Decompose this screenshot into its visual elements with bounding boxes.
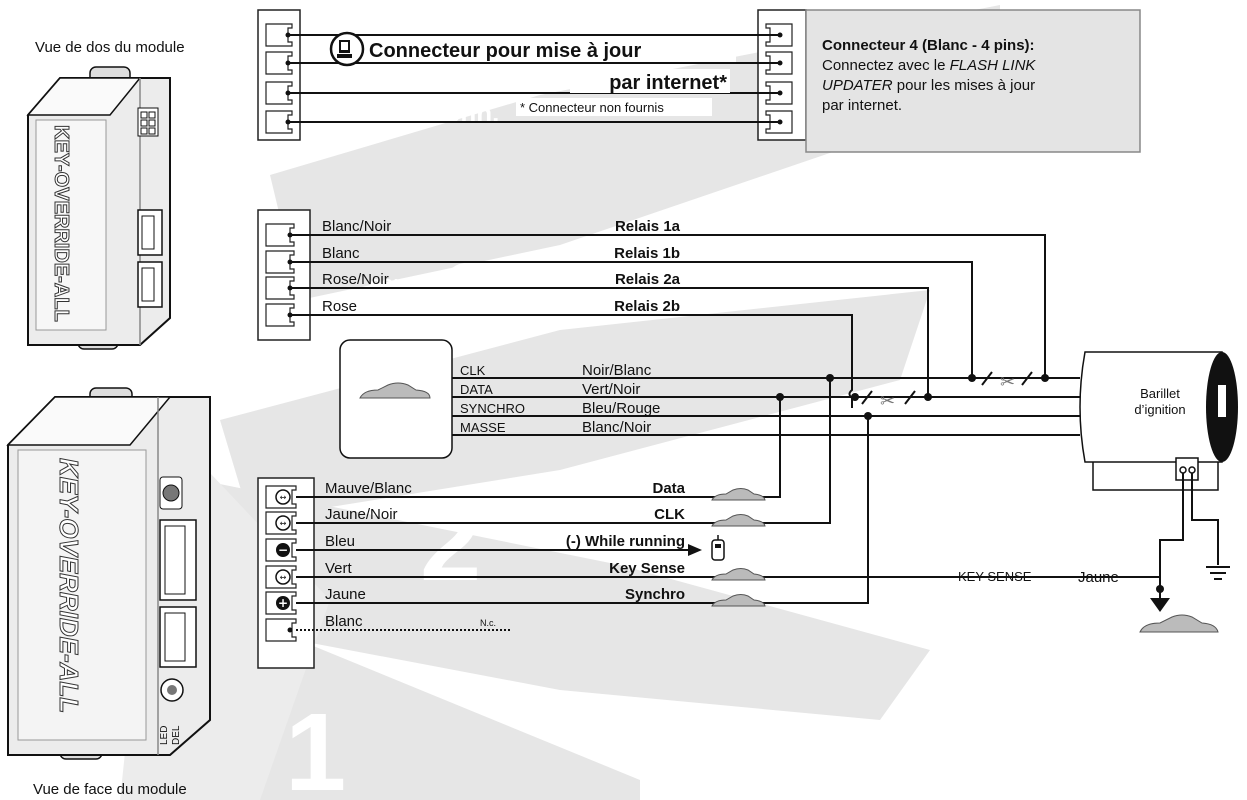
led-label: LED bbox=[159, 726, 170, 745]
car-icon bbox=[711, 514, 766, 527]
conn4-title-line2: par internet* bbox=[609, 72, 727, 94]
module-back-view: KEY-OVERRIDE-ALL bbox=[26, 66, 171, 350]
barrel-label-2: d’ignition bbox=[1134, 402, 1185, 417]
connector-2: ↔ ↔ − ↔ + Mauve/Blanc Jaune/Noir Bleu Vert J… bbox=[257, 378, 1161, 669]
conn3-func-4: Relais 2b bbox=[614, 298, 680, 315]
vehicle-bus: CLK DATA SYNCHRO MASSE Noir/Blanc Vert/N… bbox=[339, 339, 1080, 459]
conn3-color-2: Blanc bbox=[322, 245, 360, 262]
scissors-icon: ✂ bbox=[981, 371, 1033, 393]
watermark-2: 2 bbox=[420, 481, 481, 604]
bus-signal-1: CLK bbox=[460, 363, 486, 378]
conn3-color-4: Rose bbox=[322, 298, 357, 315]
conn2-color-6: Blanc bbox=[325, 613, 363, 630]
computer-icon bbox=[329, 31, 365, 67]
terminal-pin bbox=[265, 23, 293, 47]
watermark-conn-3: conn. bbox=[370, 273, 423, 295]
bus-color-4: Blanc/Noir bbox=[582, 419, 651, 436]
terminal-pin bbox=[265, 250, 295, 274]
watermark-1: 1 bbox=[285, 691, 346, 800]
scissors-icon: ✂ bbox=[861, 390, 916, 412]
bus-signal-4: MASSE bbox=[460, 420, 506, 435]
conn2-color-3: Bleu bbox=[325, 533, 355, 550]
svg-text:↔: ↔ bbox=[280, 519, 287, 528]
bus-color-3: Bleu/Rouge bbox=[582, 400, 660, 417]
terminal-pin bbox=[265, 618, 297, 642]
conn4-note-line1: Connectez avec le FLASH LINK bbox=[822, 57, 1036, 74]
conn2-func-6: N.c. bbox=[480, 618, 496, 628]
bus-signal-2: DATA bbox=[460, 382, 493, 397]
connector-3: Blanc/Noir Blanc Rose/Noir Rose Relais 1… bbox=[257, 209, 1046, 398]
terminal-pin bbox=[265, 223, 295, 247]
conn4-note-line2: UPDATER pour les mises à jour bbox=[822, 77, 1035, 94]
svg-text:↔: ↔ bbox=[280, 573, 287, 582]
module-front-view: KEY-OVERRIDE-ALL LED DEL bbox=[6, 387, 211, 760]
terminal-pin bbox=[265, 51, 293, 75]
conn2-func-2: CLK bbox=[654, 506, 685, 523]
terminal-pin bbox=[265, 276, 295, 300]
conn3-color-3: Rose/Noir bbox=[322, 271, 389, 288]
conn2-func-4: Key Sense bbox=[609, 560, 685, 577]
conn2-func-3: (-) While running bbox=[566, 533, 685, 550]
bus-color-1: Noir/Blanc bbox=[582, 362, 652, 379]
del-label: DEL bbox=[171, 725, 182, 745]
barrel-label-1: Barillet bbox=[1140, 386, 1180, 401]
car-icon bbox=[711, 488, 766, 501]
conn3-func-3: Relais 2a bbox=[615, 271, 681, 288]
terminal-pin bbox=[265, 81, 293, 105]
conn3-func-1: Relais 1a bbox=[615, 218, 681, 235]
terminal-pin bbox=[265, 110, 293, 134]
conn4-title-line1: Connecteur pour mise à jour bbox=[369, 40, 641, 62]
brand-back: KEY-OVERRIDE-ALL bbox=[50, 125, 72, 322]
conn2-func-1: Data bbox=[652, 480, 685, 497]
watermark-conn-4: conn. bbox=[430, 98, 499, 128]
conn2-color-1: Mauve/Blanc bbox=[325, 480, 412, 497]
svg-text:↔: ↔ bbox=[280, 493, 287, 502]
bus-color-2: Vert/Noir bbox=[582, 381, 640, 398]
car-icon bbox=[711, 568, 766, 581]
svg-text:✂: ✂ bbox=[880, 391, 895, 412]
conn4-note-title: Connecteur 4 (Blanc - 4 pins): bbox=[822, 37, 1035, 54]
car-icon bbox=[711, 594, 766, 607]
svg-text:+: + bbox=[278, 596, 288, 610]
conn2-color-5: Jaune bbox=[325, 586, 366, 603]
connector-4: Connecteur pour mise à jour par internet… bbox=[257, 9, 1141, 153]
bus-signal-3: SYNCHRO bbox=[460, 401, 525, 416]
conn3-func-2: Relais 1b bbox=[614, 245, 680, 262]
svg-text:✂: ✂ bbox=[1000, 372, 1015, 393]
svg-text:−: − bbox=[278, 543, 288, 557]
conn2-color-4: Vert bbox=[325, 560, 353, 577]
conn4-note-line3: par internet. bbox=[822, 97, 902, 114]
brand-front: KEY-OVERRIDE-ALL bbox=[54, 458, 84, 713]
conn2-func-5: Synchro bbox=[625, 586, 685, 603]
back-view-label: Vue de dos du module bbox=[35, 39, 185, 56]
conn3-color-1: Blanc/Noir bbox=[322, 218, 391, 235]
conn4-footnote: * Connecteur non fournis bbox=[520, 100, 664, 115]
remote-icon bbox=[711, 535, 725, 561]
conn2-color-2: Jaune/Noir bbox=[325, 506, 398, 523]
ignition-barrel: Barillet d’ignition KEY SENSE Jaune bbox=[958, 351, 1238, 633]
front-view-label: Vue de face du module bbox=[33, 781, 187, 798]
terminal-pin bbox=[265, 303, 295, 327]
